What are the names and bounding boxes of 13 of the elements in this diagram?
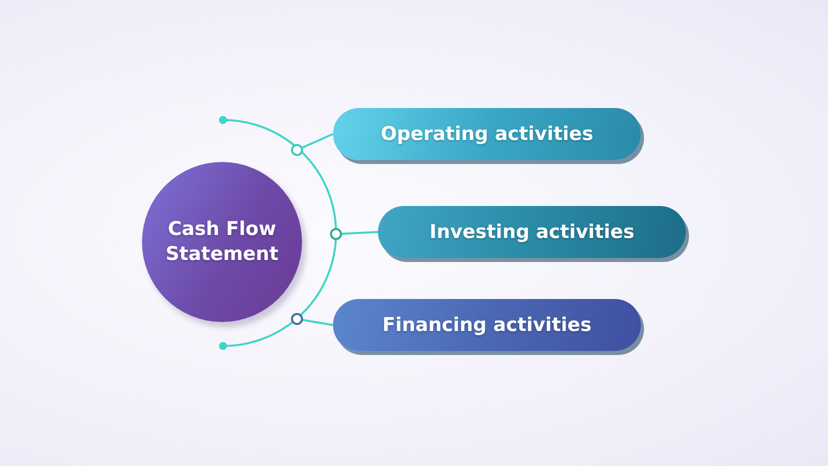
category-pill (333, 108, 641, 160)
node-label: Financing activities (382, 314, 592, 336)
node-label: Operating activities (380, 123, 594, 145)
connector-ring (291, 144, 303, 156)
connector-line (342, 231, 378, 235)
node-label: Investing activities (430, 221, 634, 243)
connector-ring (291, 313, 303, 325)
connector-line (302, 319, 334, 326)
node-label: Cash Flow Statement (164, 217, 280, 267)
connector-line (302, 133, 334, 148)
connector-ring (330, 228, 342, 240)
category-pill (378, 206, 686, 258)
category-pill (333, 299, 641, 351)
